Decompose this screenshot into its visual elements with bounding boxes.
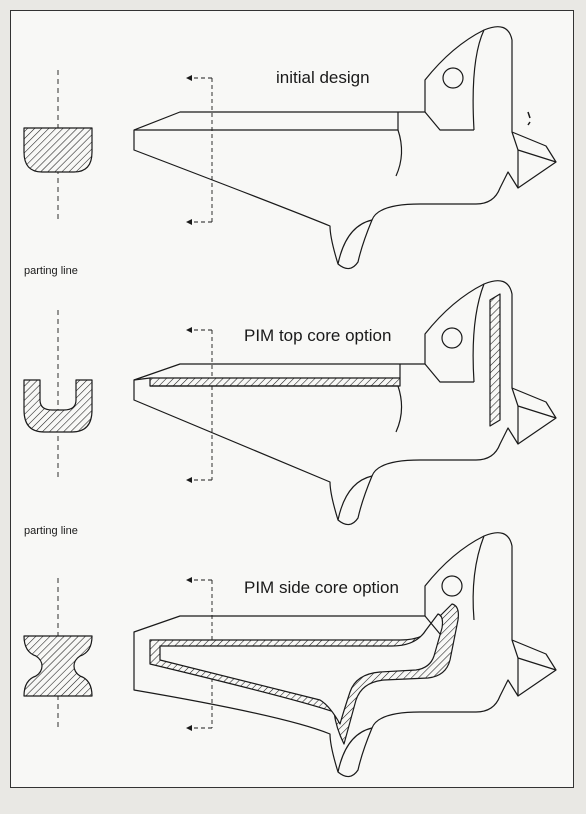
panel-side-core <box>23 532 557 778</box>
section-u <box>23 379 93 433</box>
panel-top-core <box>23 280 557 526</box>
panel-initial-design <box>23 26 557 270</box>
hole-3 <box>441 575 463 597</box>
part-top-core-outline <box>133 280 557 526</box>
hole-2 <box>441 327 463 349</box>
panel2-title: PIM top core option <box>244 326 392 345</box>
top-core-slot <box>149 377 401 387</box>
panel1-title: initial design <box>276 68 370 87</box>
panel3-title: PIM side core option <box>244 578 399 597</box>
section-cut-marker-2 <box>186 329 213 481</box>
section-i-beam <box>23 635 93 697</box>
parting-line-label-1: parting line <box>24 265 78 277</box>
upright-core-slot <box>489 293 501 427</box>
section-solid <box>23 127 93 173</box>
parting-line-label-2: parting line <box>24 525 78 537</box>
hole-1 <box>442 67 464 89</box>
part-side-core-outline <box>133 532 557 778</box>
section-cut-marker-1 <box>186 77 213 223</box>
part-initial-outline <box>133 26 557 270</box>
